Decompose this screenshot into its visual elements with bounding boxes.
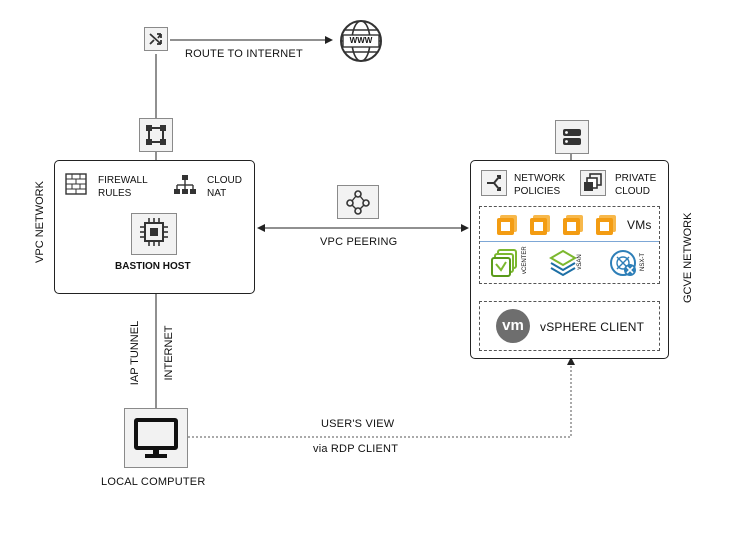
vcenter-label: vCENTER (522, 246, 528, 274)
local-computer-label: LOCAL COMPUTER (101, 476, 206, 488)
vm-logo-icon: vm (496, 309, 530, 343)
router-icon (144, 27, 168, 51)
network-policies-label-2: POLICIES (514, 186, 561, 197)
gcve-network-label: GCVE NETWORK (682, 212, 694, 303)
nsx-t-label: NSX-T (640, 253, 646, 271)
nsx-t-icon (608, 248, 638, 278)
vpc-peering-icon (337, 185, 379, 219)
private-cloud-label-2: CLOUD (615, 186, 651, 197)
private-cloud-icon (580, 170, 606, 196)
bastion-host-label: BASTION HOST (115, 261, 191, 272)
www-label: WWW (349, 36, 373, 45)
vsphere-client-label: vSPHERE CLIENT (540, 320, 645, 334)
vsan-icon (548, 248, 578, 278)
firewall-rules-label-1: FIREWALL (98, 175, 148, 186)
vm-icon-2 (529, 214, 551, 236)
vpc-network-label: VPC NETWORK (34, 181, 46, 263)
bastion-host-icon (131, 213, 177, 255)
internet-globe-icon: WWW (338, 18, 384, 64)
cloud-nat-label-2: NAT (207, 188, 227, 199)
vm-icon-1 (496, 214, 518, 236)
users-view-label: USER'S VIEW (321, 418, 395, 430)
vcenter-icon (490, 248, 520, 278)
gcve-network-panel: NETWORK POLICIES PRIVATE CLOUD VMs (470, 160, 669, 359)
firewall-icon (65, 173, 87, 195)
route-to-internet-label: ROUTE TO INTERNET (185, 48, 303, 60)
network-policies-label-1: NETWORK (514, 173, 566, 184)
internet-label: INTERNET (163, 325, 175, 381)
firewall-rules-label-2: RULES (98, 188, 132, 199)
cloud-nat-icon (173, 173, 197, 197)
network-policies-icon (481, 170, 507, 196)
vpc-network-icon (139, 118, 173, 152)
vm-icon-3 (562, 214, 584, 236)
private-cloud-label-1: PRIVATE (615, 173, 657, 184)
vms-label: VMs (627, 218, 652, 232)
vsphere-client-box: vm vSPHERE CLIENT (479, 301, 660, 351)
vpc-network-panel: FIREWALL RULES CLOUD NAT BASTIO (54, 160, 255, 294)
vpc-peering-label: VPC PEERING (320, 236, 398, 248)
via-rdp-client-label: via RDP CLIENT (313, 443, 399, 455)
vmware-components-box: VMs vCENTER vSAN (479, 206, 660, 284)
vsan-label: vSAN (577, 254, 583, 270)
vms-divider (480, 241, 659, 242)
vm-icon-4 (595, 214, 617, 236)
iap-tunnel-label: IAP TUNNEL (129, 320, 141, 386)
cloud-nat-label-1: CLOUD (207, 175, 243, 186)
gcve-network-icon (555, 120, 589, 154)
local-computer-icon (124, 408, 188, 468)
